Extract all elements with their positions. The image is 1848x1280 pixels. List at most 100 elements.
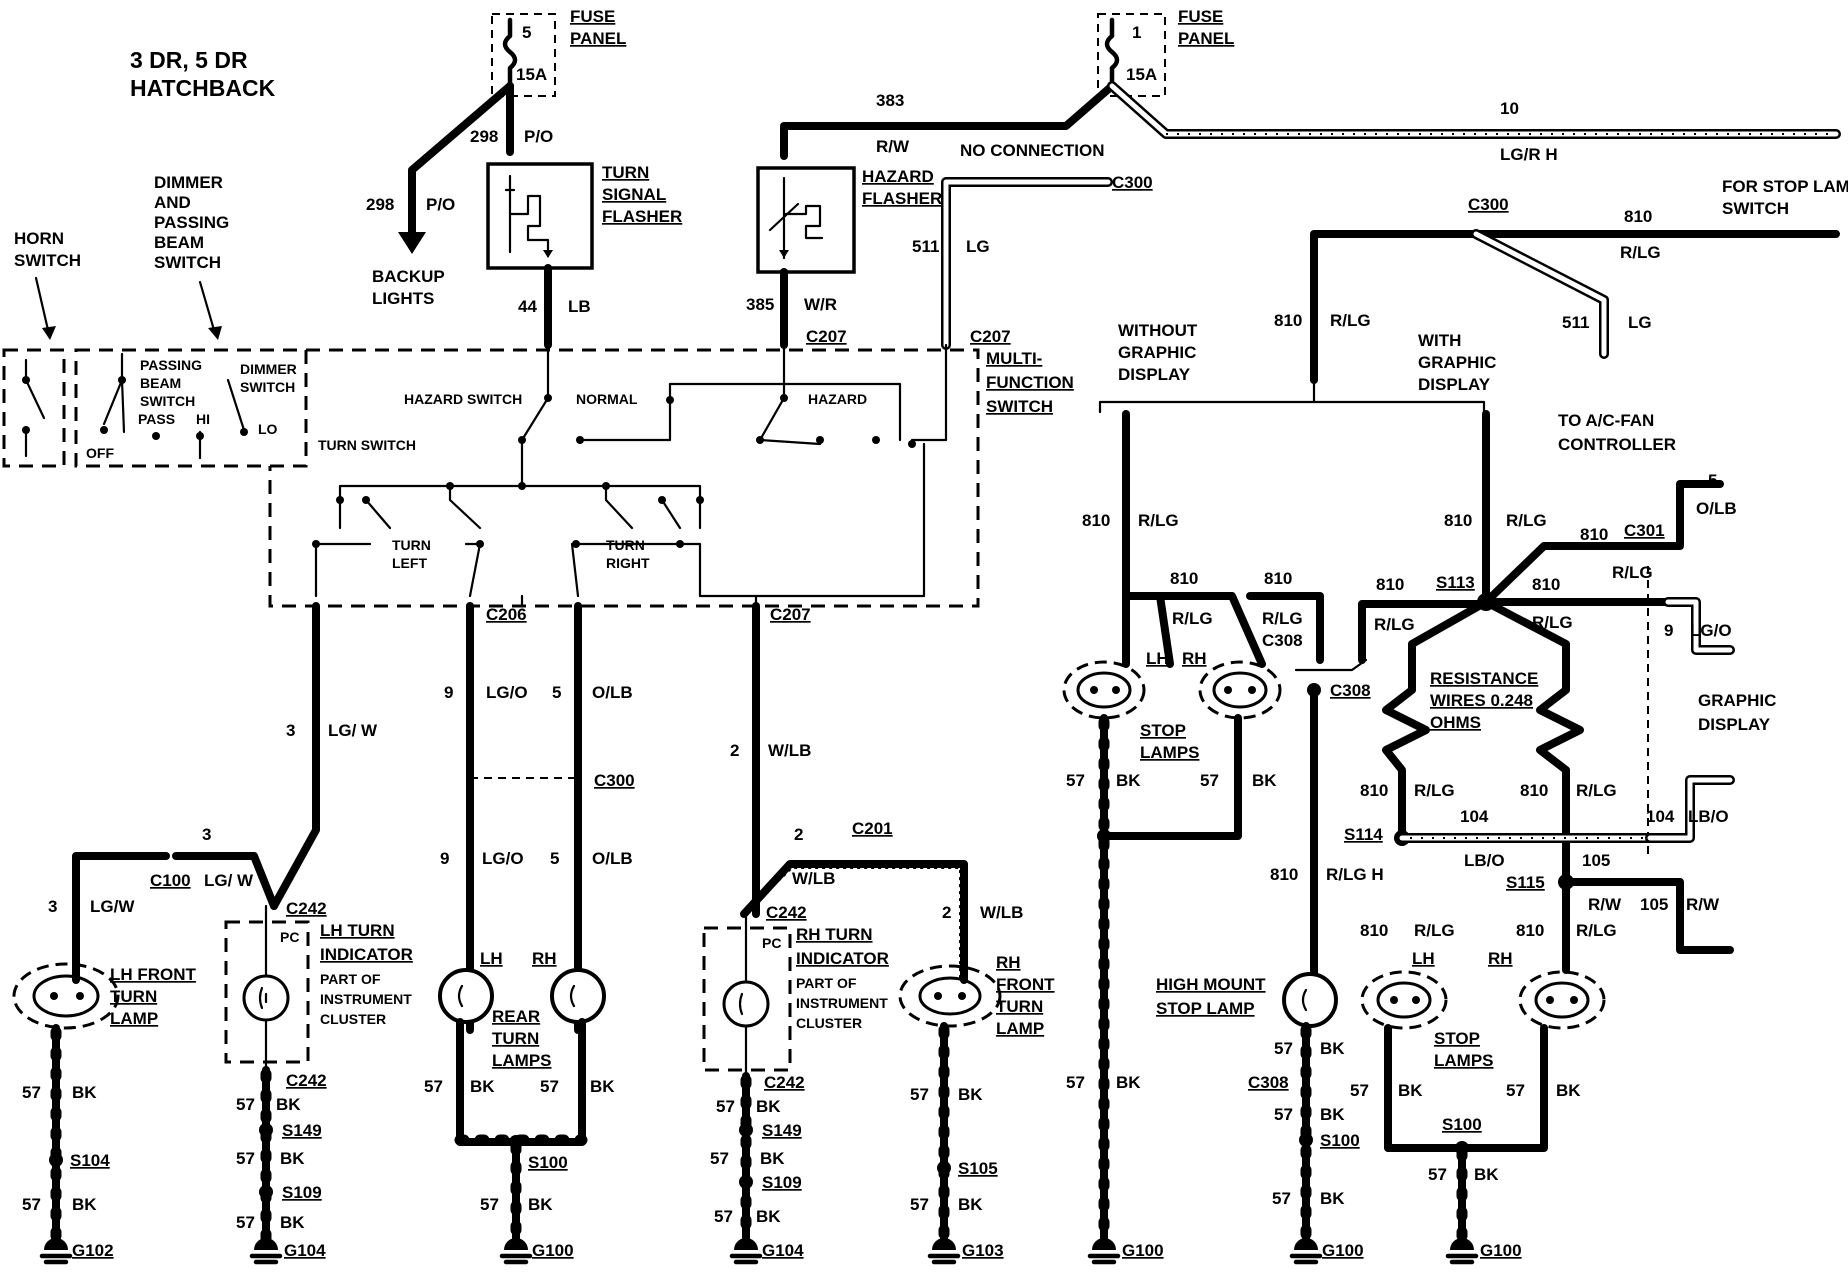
label-colors-lb: LB bbox=[568, 297, 591, 316]
label-rh-front-turn-lamp-line4: LAMP bbox=[996, 1019, 1044, 1038]
label-connectors-c207: C207 bbox=[770, 605, 811, 624]
label-colors-wlb: W/LB bbox=[768, 741, 811, 760]
label-fuse-panel-left-label1: FUSE bbox=[570, 7, 615, 26]
label-dimmer-switch-line1: DIMMER bbox=[154, 173, 223, 192]
label-circuits-c810: 810 bbox=[1360, 921, 1388, 940]
label-circuits-c57: 57 bbox=[1274, 1039, 1293, 1058]
label-dimmer-switch-inner-dimmer-switch: SWITCH bbox=[240, 379, 295, 395]
label-circuits-c57: 57 bbox=[1066, 771, 1085, 790]
label-circuits-c57: 57 bbox=[236, 1149, 255, 1168]
label-circuits-c57: 57 bbox=[1066, 1073, 1085, 1092]
label-horn-switch-line2: SWITCH bbox=[14, 251, 81, 270]
label-splices-s113: S113 bbox=[1436, 573, 1475, 592]
label-stop-lamps-bottom-rh: RH bbox=[1488, 949, 1513, 968]
label-multi-function-switch-hazard-switch: HAZARD SWITCH bbox=[404, 391, 522, 407]
label-high-mount-line2: STOP LAMP bbox=[1156, 999, 1255, 1018]
label-circuits-c810: 810 bbox=[1444, 511, 1472, 530]
label-splices-s109: S109 bbox=[762, 1173, 802, 1192]
label-fuse-panel-right-label1: FUSE bbox=[1178, 7, 1223, 26]
label-colors-bk: BK bbox=[1320, 1105, 1345, 1124]
label-circuits-c810: 810 bbox=[1270, 865, 1298, 884]
label-splices-s104: S104 bbox=[70, 1151, 110, 1170]
high-mount-stop-lamp: HIGH MOUNT STOP LAMP bbox=[1156, 972, 1338, 1028]
label-horn-switch-line1: HORN bbox=[14, 229, 64, 248]
label-circuits-c511: 511 bbox=[1562, 313, 1589, 332]
label-stop-lamps-bottom-line1: STOP bbox=[1434, 1029, 1480, 1048]
ground-g103-icon bbox=[927, 1238, 961, 1265]
label-colors-bk: BK bbox=[1320, 1039, 1345, 1058]
label-with-graphic-line2: GRAPHIC bbox=[1418, 353, 1496, 372]
label-circuits-c57: 57 bbox=[424, 1077, 443, 1096]
label-to-ac-fan-line2: CONTROLLER bbox=[1558, 435, 1676, 454]
label-turn-signal-flasher-line1: TURN bbox=[602, 163, 649, 182]
label-connectors-c300: C300 bbox=[1468, 195, 1509, 214]
label-colors-bk: BK bbox=[1398, 1081, 1423, 1100]
label-rh-front-turn-lamp-line3: TURN bbox=[996, 997, 1043, 1016]
label-grounds-g104: G104 bbox=[284, 1241, 326, 1260]
label-rear-turn-lamps-line2: TURN bbox=[492, 1029, 539, 1048]
label-colors-bk: BK bbox=[1116, 1073, 1141, 1092]
label-circuits-c9: 9 bbox=[1664, 621, 1673, 640]
horn-switch bbox=[2, 348, 66, 468]
label-colors-rlgh: R/LG H bbox=[1326, 865, 1384, 884]
label-colors-lgrh: LG/R H bbox=[1500, 145, 1558, 164]
label-circuits-c810: 810 bbox=[1360, 781, 1388, 800]
label-fuse-panel-left-label2: PANEL bbox=[570, 29, 626, 48]
label-rh-front-turn-lamp-line1: RH bbox=[996, 953, 1021, 972]
label-without-graphic-line1: WITHOUT bbox=[1118, 321, 1198, 340]
label-circuits-c57: 57 bbox=[714, 1207, 733, 1226]
label-rh-turn-indicator-pc: PC bbox=[762, 935, 781, 951]
label-connectors-c207: C207 bbox=[970, 327, 1011, 346]
label-circuits-c105: 105 bbox=[1640, 895, 1668, 914]
label-circuits-c57: 57 bbox=[710, 1149, 729, 1168]
label-colors-lgo: LG/O bbox=[482, 849, 524, 868]
lh-front-turn-lamp: LH FRONT TURN LAMP bbox=[12, 962, 197, 1030]
label-connectors-c242: C242 bbox=[286, 899, 327, 918]
label-colors-bk: BK bbox=[756, 1097, 781, 1116]
label-circuits-c810: 810 bbox=[1274, 311, 1302, 330]
label-colors-bk: BK bbox=[958, 1085, 983, 1104]
label-rear-turn-lamps-lh: LH bbox=[480, 949, 503, 968]
label-multi-function-switch-line2: FUNCTION bbox=[986, 373, 1074, 392]
label-grounds-g104: G104 bbox=[762, 1241, 804, 1260]
label-stop-lamps-bottom-line2: LAMPS bbox=[1434, 1051, 1494, 1070]
label-colors-lbo: LB/O bbox=[1464, 851, 1505, 870]
label-dimmer-switch-off: OFF bbox=[86, 445, 114, 461]
label-to-ac-fan-line1: TO A/C-FAN bbox=[1558, 411, 1654, 430]
label-resistance-line1: RESISTANCE bbox=[1430, 669, 1538, 688]
label-colors-bk: BK bbox=[528, 1195, 553, 1214]
label-splices-s149: S149 bbox=[762, 1121, 802, 1140]
label-colors-olb: O/LB bbox=[592, 849, 633, 868]
label-circuits-c57: 57 bbox=[716, 1097, 735, 1116]
label-colors-lg: LG bbox=[1628, 313, 1652, 332]
label-colors-rw: R/W bbox=[1686, 895, 1720, 914]
label-circuits-c57: 57 bbox=[540, 1077, 559, 1096]
label-colors-rlg: R/LG bbox=[1262, 609, 1303, 628]
arrow-down-icon bbox=[398, 232, 426, 254]
label-colors-rlg: R/LG bbox=[1374, 615, 1415, 634]
label-multi-function-switch-normal: NORMAL bbox=[576, 391, 638, 407]
label-circuits-c104: 104 bbox=[1646, 807, 1675, 826]
label-no-connection: NO CONNECTION bbox=[960, 141, 1105, 160]
label-connectors-c100: C100 bbox=[150, 871, 191, 890]
label-connectors-c207: C207 bbox=[806, 327, 847, 346]
label-dimmer-switch-line4: BEAM bbox=[154, 233, 204, 252]
label-dimmer-switch-hi: HI bbox=[196, 411, 210, 427]
label-colors-bk: BK bbox=[760, 1149, 785, 1168]
label-circuits-c5: 5 bbox=[552, 683, 561, 702]
label-rh-turn-indicator-line5: CLUSTER bbox=[796, 1015, 862, 1031]
rh-turn-indicator: PC C242 RH TURN INDICATOR PART OF INSTRU… bbox=[702, 903, 889, 1078]
label-colors-olb: O/LB bbox=[592, 683, 633, 702]
label-lh-front-turn-lamp-line3: LAMP bbox=[110, 1009, 158, 1028]
rh-front-turn-lamp: RH FRONT TURN LAMP bbox=[898, 953, 1055, 1038]
multi-function-switch: MULTI- FUNCTION SWITCH HAZARD SWITCH NOR… bbox=[268, 343, 1074, 608]
label-dimmer-switch-inner-beam: BEAM bbox=[140, 375, 181, 391]
label-connectors-c308: C308 bbox=[1262, 631, 1303, 650]
label-circuits-c57: 57 bbox=[1200, 771, 1219, 790]
label-circuits-c810: 810 bbox=[1520, 781, 1548, 800]
label-dimmer-switch-inner-switch: SWITCH bbox=[140, 393, 195, 409]
label-dimmer-switch-lo: LO bbox=[258, 421, 278, 437]
label-colors-rlg: R/LG bbox=[1612, 563, 1653, 582]
